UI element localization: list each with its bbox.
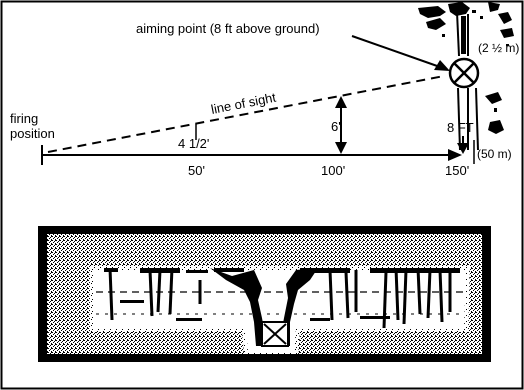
line-of-sight bbox=[47, 75, 445, 153]
height-150-label: 8 FT bbox=[447, 120, 474, 135]
tree-foliage-icon bbox=[418, 2, 514, 134]
tree-trunk-icon bbox=[456, 11, 479, 151]
height-100-arrow bbox=[335, 96, 347, 154]
dist-100-label: 100' bbox=[321, 163, 345, 178]
height-100-label: 6' bbox=[331, 119, 341, 134]
aiming-point-label: aiming point (8 ft above ground) bbox=[136, 21, 320, 36]
metric-height-label: (2 ½ m) bbox=[478, 41, 519, 55]
metric-distance-label: (50 m) bbox=[477, 147, 512, 161]
dist-50-label: 50' bbox=[188, 163, 205, 178]
position-label: position bbox=[10, 126, 55, 141]
dist-150-label: 150' bbox=[445, 163, 469, 178]
height-50-label: 4 1/2' bbox=[178, 136, 209, 151]
aiming-arrow bbox=[351, 35, 441, 68]
tree-trunk-fill-icon bbox=[461, 16, 466, 54]
height-150-arrow-head bbox=[457, 143, 469, 154]
aiming-mark-icon bbox=[448, 57, 480, 89]
field-scene bbox=[38, 226, 491, 362]
firing-label: firing bbox=[10, 111, 38, 126]
aiming-arrow-head bbox=[434, 60, 450, 71]
ground-arrow-head bbox=[448, 149, 462, 161]
